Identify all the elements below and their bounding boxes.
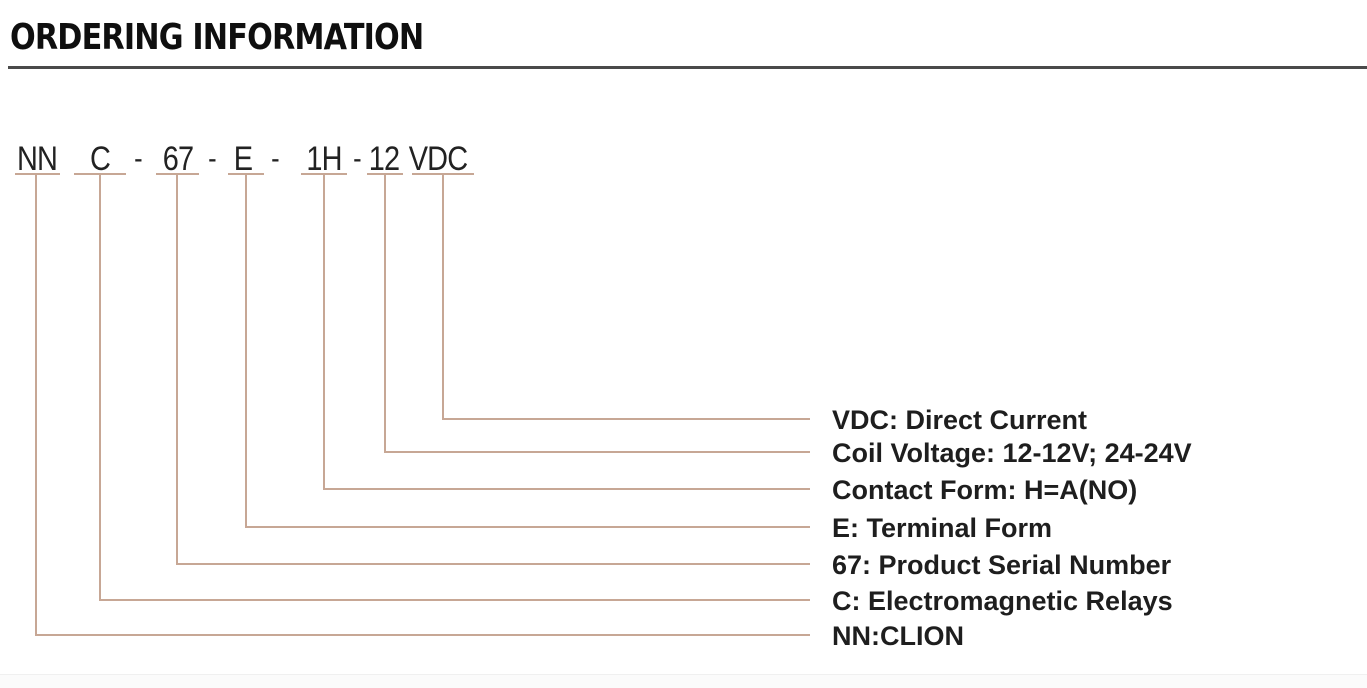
tick-under-e	[228, 173, 264, 175]
legend-label-1h: Contact Form: H=A(NO)	[832, 475, 1138, 505]
tick-under-vdc	[412, 173, 474, 175]
part-separator: -	[134, 142, 142, 175]
part-code-vdc: VDC	[408, 140, 468, 178]
connector-line-nn	[35, 175, 810, 636]
legend-label-vdc: VDC: Direct Current	[832, 405, 1088, 435]
legend-label-nn: NN:CLION	[832, 621, 964, 651]
connector-line-vdc	[442, 175, 810, 420]
part-code-e: E	[233, 140, 253, 178]
tick-under-67	[156, 173, 199, 175]
connector-line-c	[99, 175, 810, 601]
part-separator: -	[271, 142, 279, 175]
part-separator: -	[208, 142, 216, 175]
part-code-nn: NN	[16, 140, 58, 178]
connector-line-1h	[323, 175, 810, 490]
connector-line-12	[384, 175, 810, 453]
section-title: ORDERING INFORMATION	[10, 17, 424, 58]
part-code-67: 67	[162, 140, 194, 178]
header-divider-line	[8, 66, 1367, 69]
legend-label-67: 67: Product Serial Number	[832, 550, 1172, 580]
page-bottom-strip	[0, 674, 1367, 688]
connector-line-e	[245, 175, 810, 528]
tick-under-nn	[15, 173, 60, 175]
part-code-1h: 1H	[306, 140, 342, 178]
connector-line-67	[176, 175, 810, 565]
tick-under-12	[367, 173, 403, 175]
legend-label-12: Coil Voltage: 12-12V; 24-24V	[832, 438, 1192, 468]
tick-under-1h	[301, 173, 347, 175]
legend-label-c: C: Electromagnetic Relays	[832, 586, 1173, 616]
part-code-c: C	[89, 140, 111, 178]
legend-label-e: E: Terminal Form	[832, 513, 1053, 543]
tick-under-c	[74, 173, 126, 175]
part-separator: -	[353, 142, 361, 175]
part-code-12: 12	[368, 140, 400, 178]
